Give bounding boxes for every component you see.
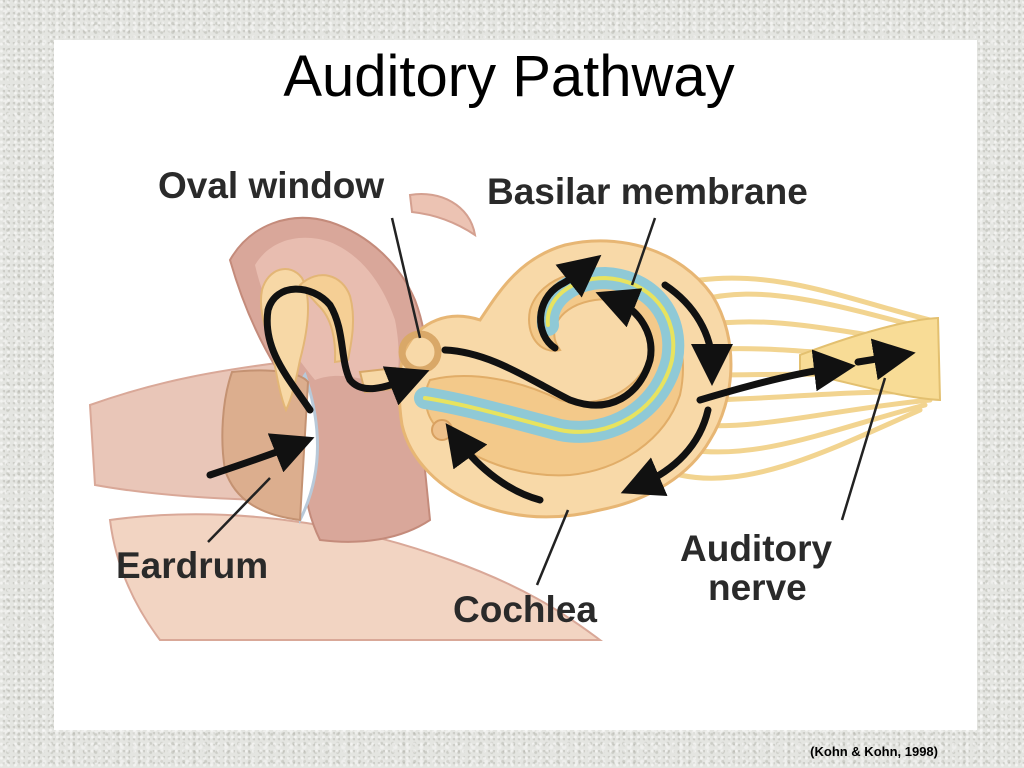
label-eardrum: Eardrum [116, 545, 268, 586]
arrow-scala-vestibuli [441, 288, 655, 409]
arrow-nerve-signal-2 [854, 338, 916, 381]
arrow-into-ear-canal [206, 433, 315, 479]
label-leader-lines [207, 217, 887, 586]
arrow-apex-turn [537, 254, 602, 352]
cochlea-leader [535, 509, 570, 586]
label-cochlea: Cochlea [453, 589, 597, 630]
arrow-nerve-signal [696, 349, 856, 404]
slide-title: Auditory Pathway [283, 44, 735, 109]
arrow-ossicle-path [263, 285, 430, 414]
auditory-pathway-diagram: Oval window Basilar membrane Eardrum Coc… [88, 165, 942, 641]
ear-canal-floor [108, 513, 604, 641]
sound-pathway-arrows [206, 254, 916, 504]
label-auditory-nerve-line2: nerve [708, 567, 807, 608]
arrow-scala-tympani [620, 406, 712, 497]
upper-bone-flap [408, 193, 477, 238]
auditory-nerve-leader [840, 377, 887, 521]
round-window [431, 419, 453, 441]
citation: (Kohn & Kohn, 1998) [810, 744, 938, 759]
label-auditory-nerve-line1: Auditory [680, 528, 833, 569]
label-basilar-membrane: Basilar membrane [487, 171, 808, 212]
basilar-membrane-leader [630, 217, 657, 286]
arrow-outer-turn [661, 281, 733, 386]
arrow-return-path [445, 423, 544, 504]
label-oval-window: Oval window [158, 165, 384, 206]
oval-window-leader [390, 217, 422, 339]
eardrum-leader [207, 477, 271, 543]
